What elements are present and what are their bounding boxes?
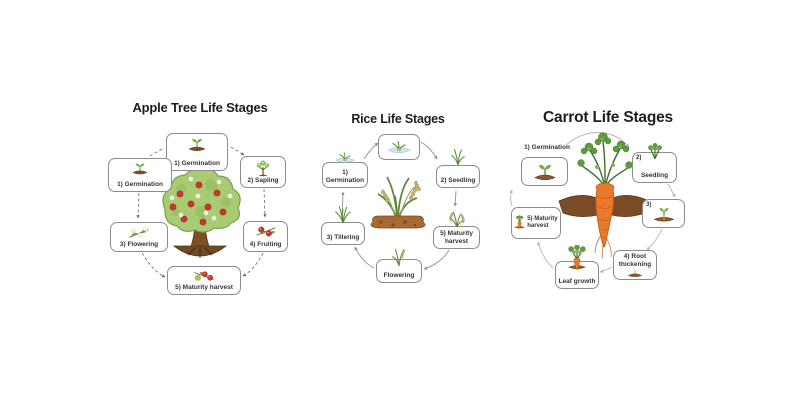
rice-seedling-icon	[451, 148, 465, 166]
stage-label: Flowering	[383, 272, 415, 280]
carrot-stage-box-maturity-harvest: 5) Maturity harvest	[511, 207, 561, 239]
carrot-seedling-in-soil-icon	[653, 208, 674, 222]
sprout-in-soil-icon	[188, 138, 206, 151]
carrot-leaf-growth-icon	[568, 245, 586, 271]
stage-label: 4) Fruiting	[249, 241, 282, 249]
carrot-stage-box-root-thickening: 4) Root thickening	[613, 250, 657, 280]
apple-stage-box-germination-top: 1) Germination	[166, 133, 228, 171]
carrot-in-soil-icon	[514, 215, 525, 229]
carrot-foliage-icon	[647, 143, 662, 160]
rice-plant-illustration	[370, 176, 426, 229]
rice-stage-box-maturity-harvest: 5) Maturity harvest	[433, 211, 480, 249]
sapling-icon	[256, 160, 270, 177]
apple-fruit-branch-icon	[255, 226, 276, 237]
carrot-stage-box-germination	[521, 157, 568, 186]
apple-stage-box-fruiting: 4) Fruiting	[243, 221, 288, 252]
stage-label: 1) Germination	[174, 160, 220, 168]
sprout-in-soil-icon	[533, 164, 556, 180]
apple-tree-illustration	[162, 168, 241, 258]
rice-stage-box-sprout	[378, 134, 420, 160]
stage-label: Leaf growth	[558, 278, 596, 286]
sprout-in-soil-icon	[132, 163, 148, 175]
apple-stage-box-maturity-harvest: 5) Maturity harvest	[167, 266, 241, 295]
rice-stage-box-germination: 1) Germination	[322, 152, 368, 188]
rice-stage-box-seedling: 2) Seedling	[436, 148, 480, 188]
stage-label: 5) Maturity harvest	[527, 215, 558, 229]
rice-flowering-icon	[392, 248, 405, 267]
stage-number: 3)	[646, 202, 652, 208]
rice-stage-box-flowering: Flowering	[376, 248, 422, 283]
carrot-panel-title: Carrot Life Stages	[543, 109, 673, 126]
stage-label: 3) Tillering	[326, 234, 360, 242]
stage-label: 4) Root thickening	[618, 253, 652, 268]
rice-sprout-in-water-icon	[335, 152, 355, 163]
stage-label: 2) Seedling	[440, 177, 476, 185]
stage-label: Seedling	[640, 172, 669, 180]
rice-panel-title: Rice Life Stages	[351, 112, 445, 126]
apple-stage-box-sapling: 2) Sapling	[240, 156, 286, 188]
stage-label: 5) Maturity harvest	[440, 230, 473, 246]
rice-stage-box-tillering: 3) Tillering	[321, 206, 365, 245]
rice-mature-plant-icon	[448, 211, 465, 228]
harvest-apples-icon	[194, 271, 214, 281]
stage-number: 2)	[636, 155, 642, 161]
rice-tillering-icon	[335, 206, 351, 224]
stage-label: 1) Germination	[325, 169, 365, 185]
carrot-plant-illustration	[558, 132, 650, 260]
stage-label: 2) Sapling	[247, 177, 279, 185]
stage-label: 5) Maturity harvest	[175, 284, 233, 292]
carrot-stage-box-leaf-growth: Leaf growth	[555, 245, 599, 289]
stage-label: 1) Germination	[117, 181, 163, 189]
soil-mound-icon	[627, 270, 643, 277]
carrot-germination-label: 1) Germination	[524, 144, 570, 151]
apple-stage-box-flowering: 3) Flowering	[110, 222, 168, 252]
blossom-branch-icon	[129, 226, 149, 238]
carrot-stage-box-seedling: 2) Seedling	[632, 143, 677, 183]
apple-stage-box-germination-left: 1) Germination	[108, 158, 172, 192]
rice-sprout-in-water-icon	[387, 140, 411, 154]
carrot-stage-box-3: 3)	[642, 199, 685, 228]
apple-panel-title: Apple Tree Life Stages	[132, 100, 268, 115]
stage-label: 3) Flowering	[119, 241, 159, 249]
